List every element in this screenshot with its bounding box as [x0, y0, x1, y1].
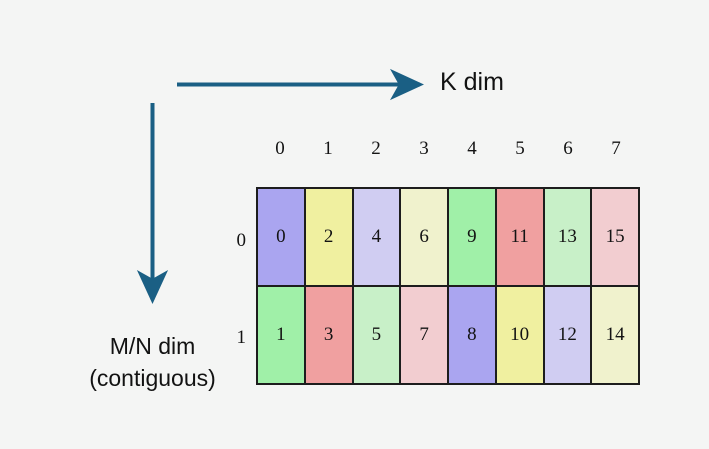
grid-cell: 15	[592, 189, 638, 285]
column-header: 4	[467, 138, 477, 159]
grid-cell: 1	[258, 287, 306, 383]
mn-dim-label-line2: (contiguous)	[89, 365, 216, 391]
grid-cell: 5	[353, 287, 402, 383]
grid-cell: 8	[449, 287, 497, 383]
column-header: 6	[563, 138, 573, 159]
grid-cell: 6	[401, 189, 449, 285]
row-header-1: 1	[236, 327, 247, 348]
column-header: 5	[515, 138, 525, 159]
row-header-0: 0	[236, 230, 247, 251]
k-dim-label: K dim	[440, 68, 504, 96]
grid-row: 1 3 5 7 8 10 12 14	[258, 287, 638, 383]
grid-cell: 12	[544, 287, 593, 383]
grid-row: 0 2 4 6 9 11 13 15	[258, 189, 638, 287]
grid-cell: 9	[449, 189, 497, 285]
mn-dim-label-line1: M/N dim	[109, 333, 196, 359]
grid-cell: 11	[496, 189, 545, 285]
memory-layout-grid: 0 2 4 6 9 11 13 15 1 3 5 7 8 10 12 14	[256, 187, 640, 385]
column-header: 0	[275, 138, 285, 159]
grid-cell: 0	[258, 189, 306, 285]
grid-cell: 13	[544, 189, 593, 285]
grid-cell: 2	[305, 189, 354, 285]
grid-cell: 4	[353, 189, 402, 285]
column-header: 1	[323, 138, 333, 159]
grid-cell: 10	[496, 287, 545, 383]
grid-cell: 3	[305, 287, 354, 383]
mn-dim-label: M/N dim (contiguous)	[40, 330, 265, 394]
column-header: 2	[371, 138, 381, 159]
column-header: 7	[611, 138, 621, 159]
grid-cell: 14	[592, 287, 638, 383]
grid-cell: 7	[401, 287, 449, 383]
column-header-row: 0 1 2 3 4 5 6 7	[256, 138, 640, 160]
column-header: 3	[419, 138, 429, 159]
